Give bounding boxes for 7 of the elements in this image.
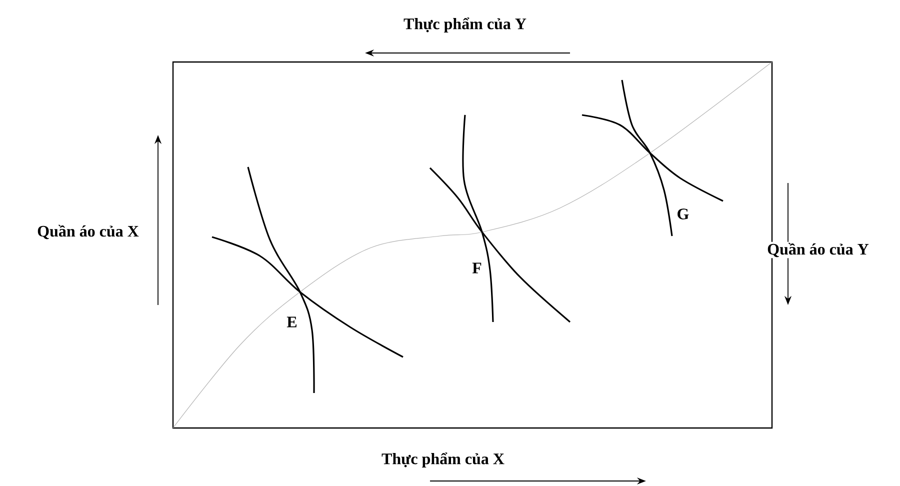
axis-label: Quần áo của Y: [766, 242, 870, 258]
point-label: G: [676, 208, 690, 220]
axis-label: Thực phẩm của X: [380, 451, 506, 469]
axis-label: Quần áo của X: [36, 224, 140, 240]
point-label: E: [286, 316, 298, 328]
point-label: F: [471, 262, 483, 274]
axis-label: Thực phẩm của Y: [402, 16, 528, 34]
